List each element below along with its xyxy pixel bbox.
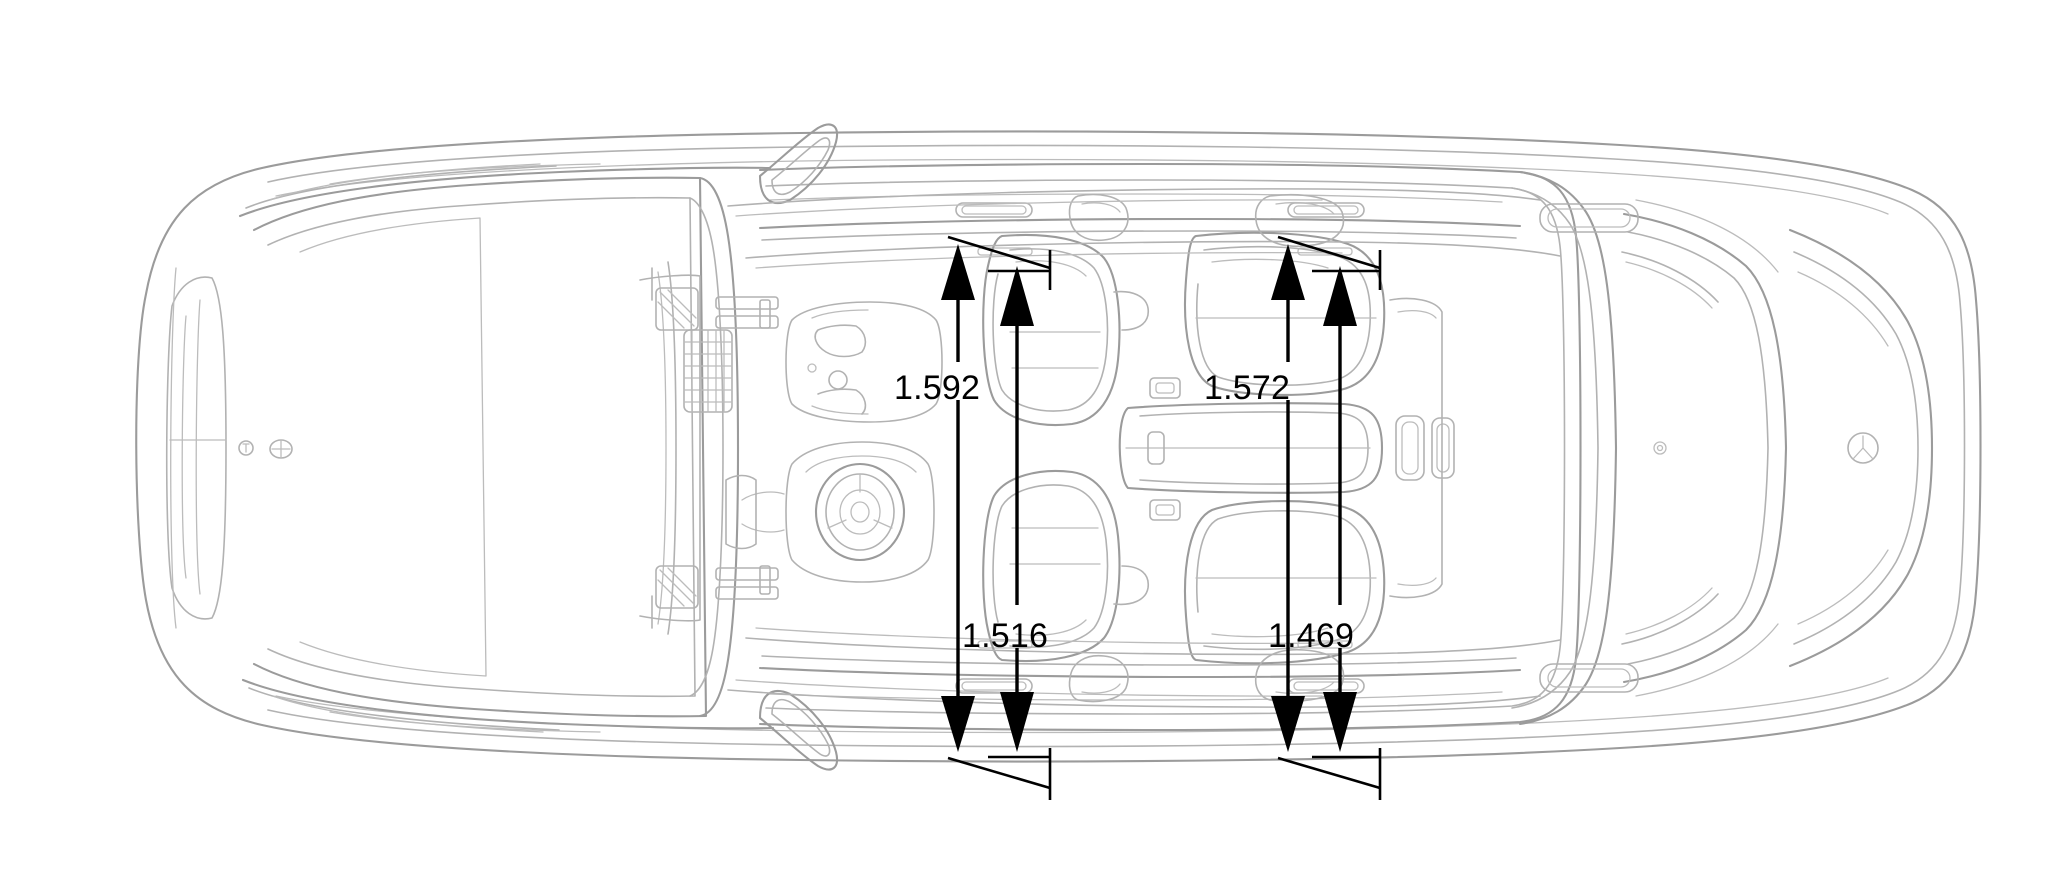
rear-trunk-section xyxy=(165,163,775,733)
dimension-extension-lines-left xyxy=(941,556,1052,800)
dimension-1516-group-top xyxy=(988,266,1050,605)
windshield-hood xyxy=(1511,170,1934,726)
door-shut-lines xyxy=(758,202,1522,694)
dimension-1572-group xyxy=(1271,235,1382,556)
dimension-1592-group xyxy=(941,235,1052,556)
car-body-outline xyxy=(135,130,1982,763)
rear-window xyxy=(651,176,740,718)
rear-seats xyxy=(1183,193,1443,703)
mercedes-star-icon xyxy=(1847,432,1879,464)
rear-bumper-detail xyxy=(170,163,601,733)
dimension-extension-lines-right xyxy=(1271,556,1382,800)
roof-panel xyxy=(758,162,1582,732)
dimension-annotations xyxy=(941,235,1382,800)
center-console xyxy=(1118,377,1455,521)
dimension-1469-group-top xyxy=(1312,266,1380,605)
dimension-label-front-inner: 1.516 xyxy=(962,617,1049,655)
front-seats xyxy=(982,193,1149,703)
roof-fin-antenna xyxy=(758,123,838,771)
interior-dashboard xyxy=(639,274,943,622)
roof-trim-lines xyxy=(727,188,1561,708)
dimension-label-rear-inner: 1.469 xyxy=(1268,617,1355,655)
dimension-label-front-outer: 1.592 xyxy=(894,369,981,407)
dimension-label-rear-outer: 1.572 xyxy=(1204,369,1291,407)
